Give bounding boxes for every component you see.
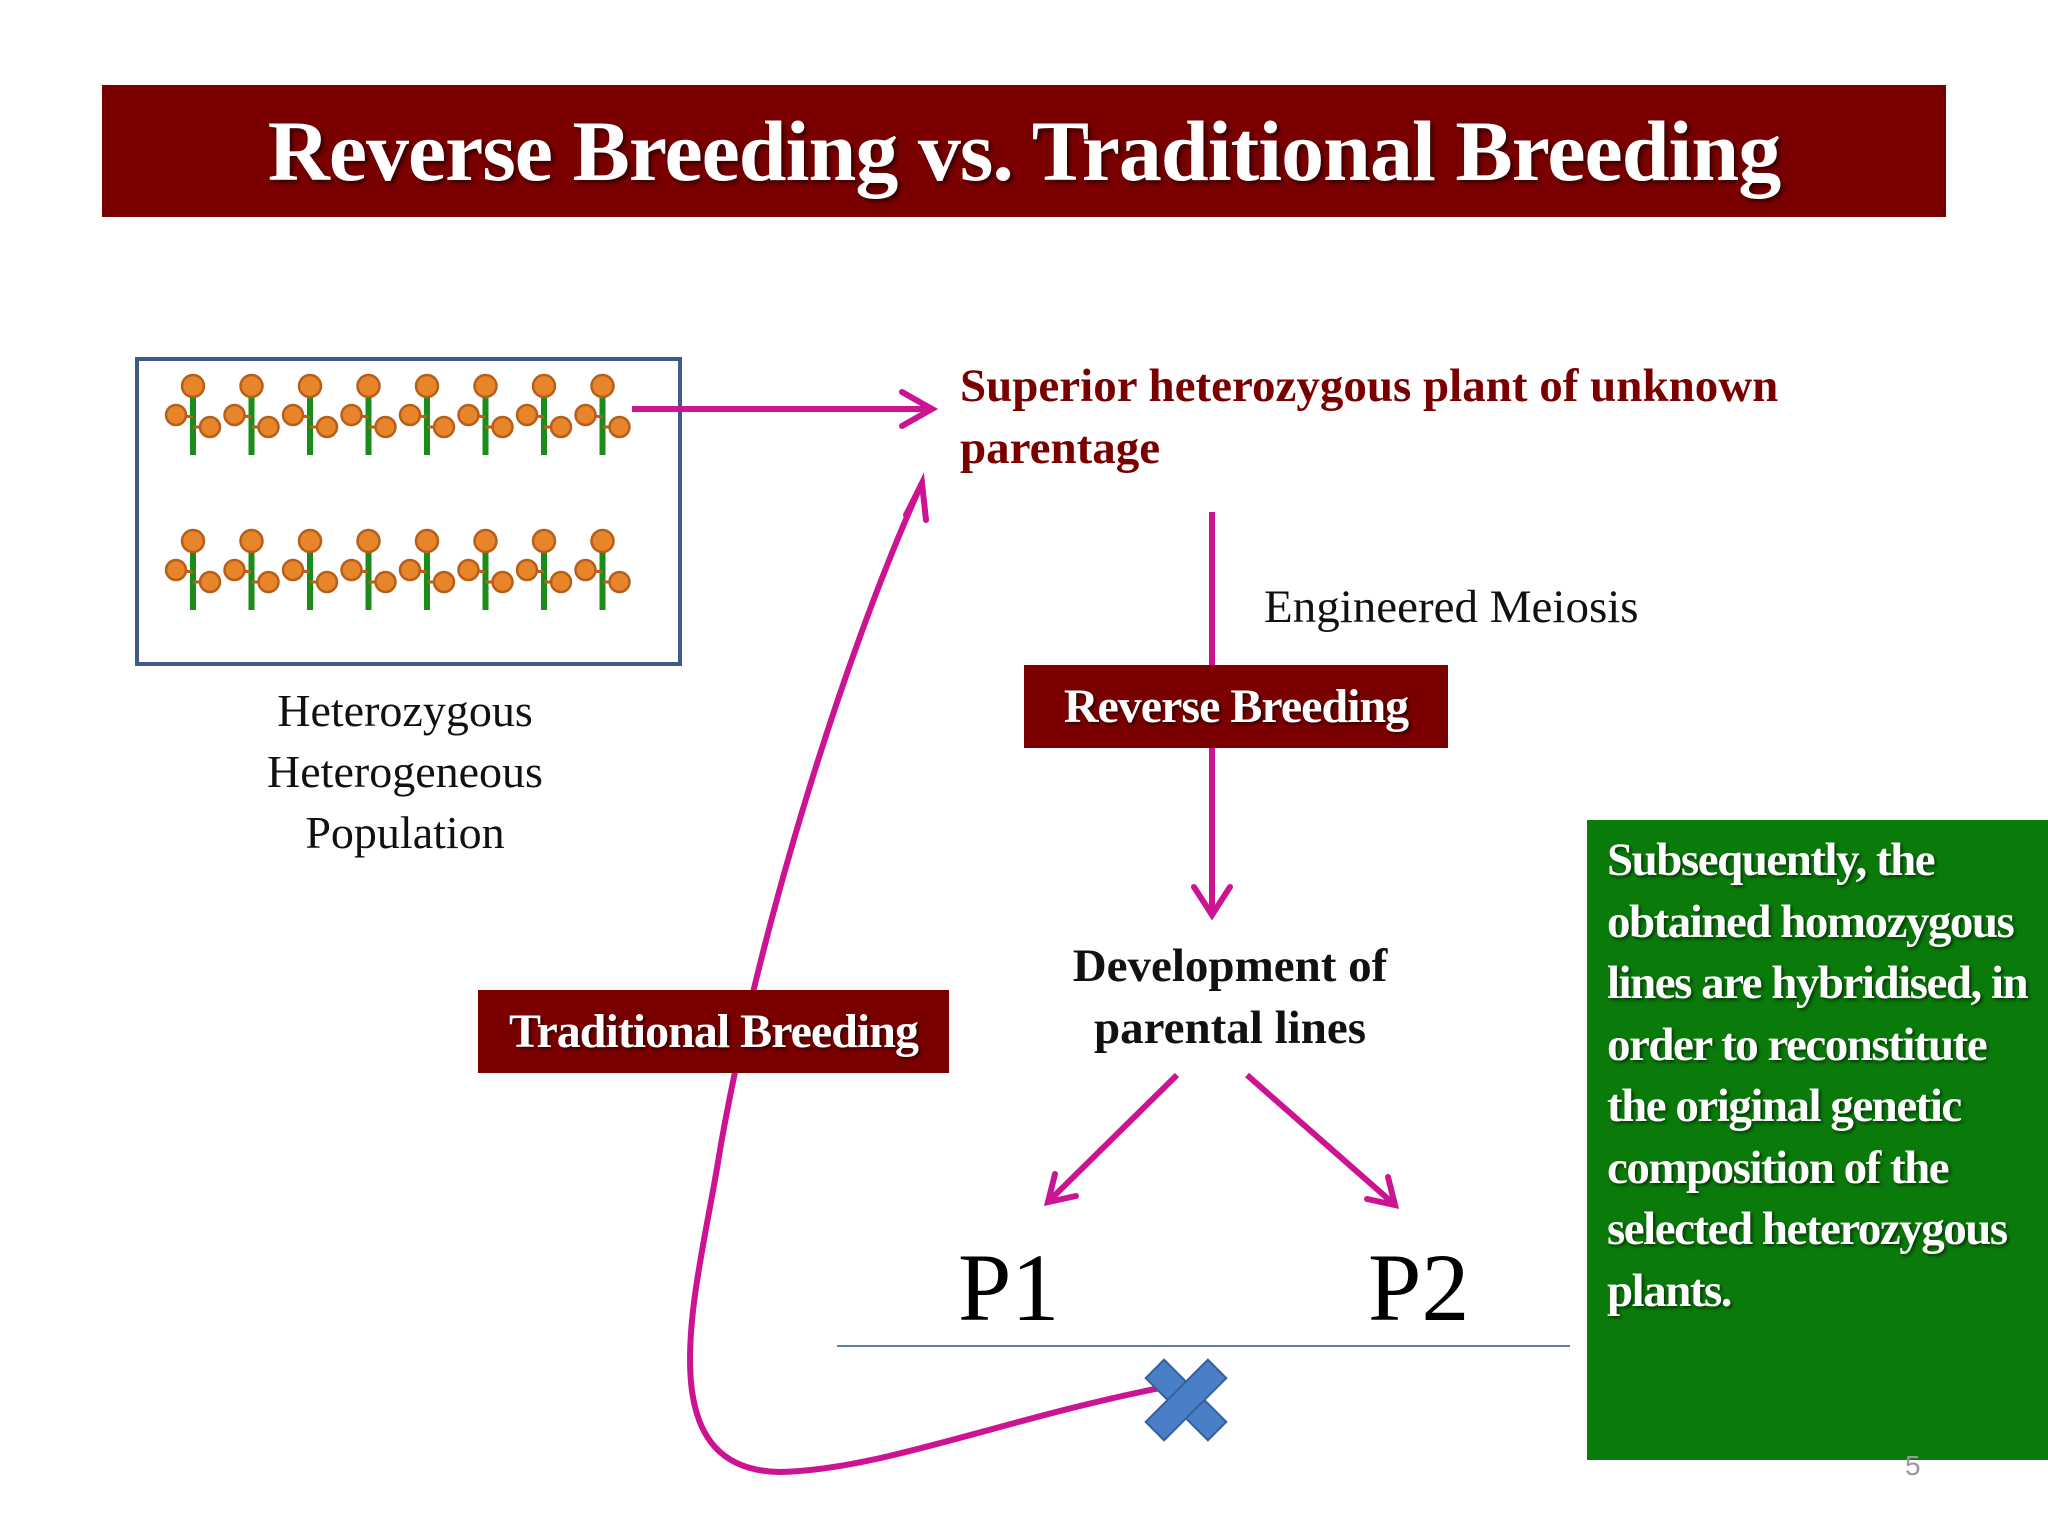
population-label: Heterozygous Heterogeneous Population [180,680,630,863]
flower-plant-icon [164,528,222,610]
flower-plant-icon [457,528,514,610]
flower-plant-icon [281,528,339,610]
development-line: parental lines [1093,1002,1367,1054]
arrow-population-to-superior [632,389,939,429]
reverse-breeding-tag: Reverse Breeding [1024,665,1448,748]
engineered-meiosis-label: Engineered Meiosis [1264,581,1639,633]
page-title: Reverse Breeding vs. Traditional Breedin… [267,103,1782,199]
parent-p2-label: P2 [1368,1234,1470,1341]
flower-plant-icon [281,373,339,455]
title-bar: Reverse Breeding vs. Traditional Breedin… [102,85,1946,217]
superior-plant-text: Superior heterozygous plant of unknown p… [960,360,1779,474]
flower-plant-icon [457,373,514,455]
traditional-breeding-tag: Traditional Breeding [478,990,949,1073]
flower-plant-icon [398,528,456,610]
flower-plant-icon [574,373,631,455]
arrow-development-to-p1 [1043,1072,1180,1206]
cross-icon [1144,1358,1228,1442]
flower-plant-icon [515,373,573,455]
development-label: Development of parental lines [1030,935,1430,1059]
flower-plant-icon [223,373,280,455]
parent-p1-label: P1 [958,1234,1060,1341]
hybridization-note-text: Subsequently, the obtained homozygous li… [1607,834,2029,1317]
population-label-line: Population [305,807,505,858]
flower-plant-icon [515,528,573,610]
flower-plant-icon [164,373,222,455]
flower-plant-icon [223,528,280,610]
population-label-line: Heterozygous [277,685,533,736]
page-number: 5 [1905,1450,1921,1481]
flower-plant-icon [340,373,397,455]
flower-plant-icon [574,528,631,610]
hybridization-note-box: Subsequently, the obtained homozygous li… [1587,820,2048,1460]
arrow-development-to-p2 [1245,1072,1400,1209]
arrow-traditional-breeding-curve [687,472,1161,1476]
flower-plant-icon [340,528,397,610]
development-line: Development of [1072,940,1388,992]
population-box [135,357,682,666]
population-label-line: Heterogeneous [267,746,543,797]
flower-plant-icon [398,373,456,455]
